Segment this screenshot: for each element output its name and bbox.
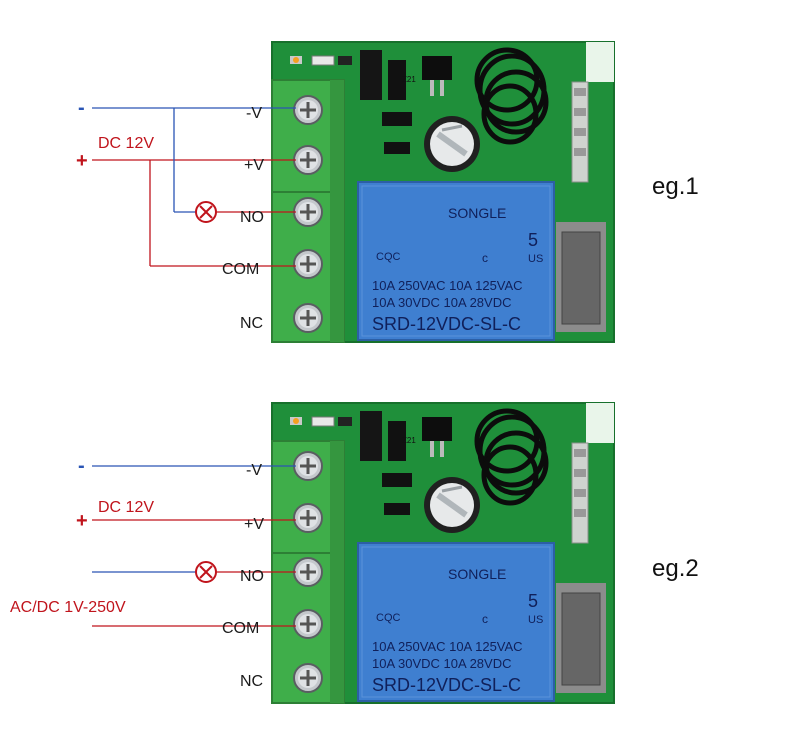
terminal-label-minus-v: -V [246, 462, 262, 479]
labels-eg2: - + DC 12V AC/DC 1V-250V -V +V NO COM NC… [10, 455, 699, 690]
labels-eg1: - + DC 12V -V +V NO COM NC eg.1 [76, 97, 699, 332]
lamp-x-icon [195, 201, 217, 223]
relay-brand: SONGLE [448, 205, 506, 221]
relay-brand: SONGLE [448, 566, 506, 582]
screw-terminal-icon [292, 608, 324, 640]
relay-model: SRD-12VDC-SL-C [372, 314, 521, 334]
screw-terminal-icon [292, 662, 324, 694]
relay-rating-1: 10A 250VAC 10A 125VAC [372, 639, 523, 654]
screw-terminal-icon [292, 248, 324, 280]
pcb-part-eg1: Z21 [402, 75, 416, 84]
relay-model: SRD-12VDC-SL-C [372, 675, 521, 695]
wires-eg2 [92, 465, 296, 627]
terminal-label-com: COM [222, 620, 259, 637]
relay-rating-2: 10A 30VDC 10A 28VDC [372, 295, 511, 310]
relay-cert-us: US [528, 614, 543, 626]
lamp-x-icon [195, 561, 217, 583]
terminal-label-plus-v: +V [244, 157, 264, 174]
relay-cert-us: US [528, 253, 543, 265]
relay-cqc: CQC [376, 612, 401, 624]
relay-cert-num: 5 [528, 230, 538, 250]
minus-sign: - [78, 97, 85, 119]
source2-label: AC/DC 1V-250V [10, 599, 126, 616]
relay-rating-1: 10A 250VAC 10A 125VAC [372, 278, 523, 293]
example-label: eg.2 [652, 555, 699, 582]
screw-terminal-icon [292, 302, 324, 334]
plus-sign: + [76, 150, 88, 172]
plus-sign: + [76, 510, 88, 532]
example-label: eg.1 [652, 173, 699, 200]
terminal-label-nc: NC [240, 315, 263, 332]
screw-terminal-icon [292, 450, 324, 482]
screw-terminal-icon [292, 94, 324, 126]
terminal-label-nc: NC [240, 673, 263, 690]
terminal-label-plus-v: +V [244, 516, 264, 533]
terminal-label-no: NO [240, 209, 264, 226]
relay-cert-num: 5 [528, 591, 538, 611]
terminal-label-minus-v: -V [246, 105, 262, 122]
pcb-part-eg2: Z21 [402, 436, 416, 445]
relay-cert-c: c [482, 612, 488, 626]
screw-terminal-icon [292, 556, 324, 588]
screw-terminal-icon [292, 196, 324, 228]
terminal-label-no: NO [240, 568, 264, 585]
source-label: DC 12V [98, 499, 154, 516]
terminal-label-com: COM [222, 261, 259, 278]
screw-terminal-icon [292, 144, 324, 176]
relay-cqc: CQC [376, 251, 401, 263]
relay-cert-c: c [482, 251, 488, 265]
relay-eg2: SONGLE CQC 5 c US 10A 250VAC 10A 125VAC … [372, 566, 543, 695]
minus-sign: - [78, 455, 85, 477]
screw-terminal-icon [292, 502, 324, 534]
relay-eg1: SONGLE CQC 5 c US 10A 250VAC 10A 125VAC … [372, 205, 543, 334]
wires-eg1 [92, 107, 296, 267]
relay-rating-2: 10A 30VDC 10A 28VDC [372, 656, 511, 671]
source-label: DC 12V [98, 135, 154, 152]
